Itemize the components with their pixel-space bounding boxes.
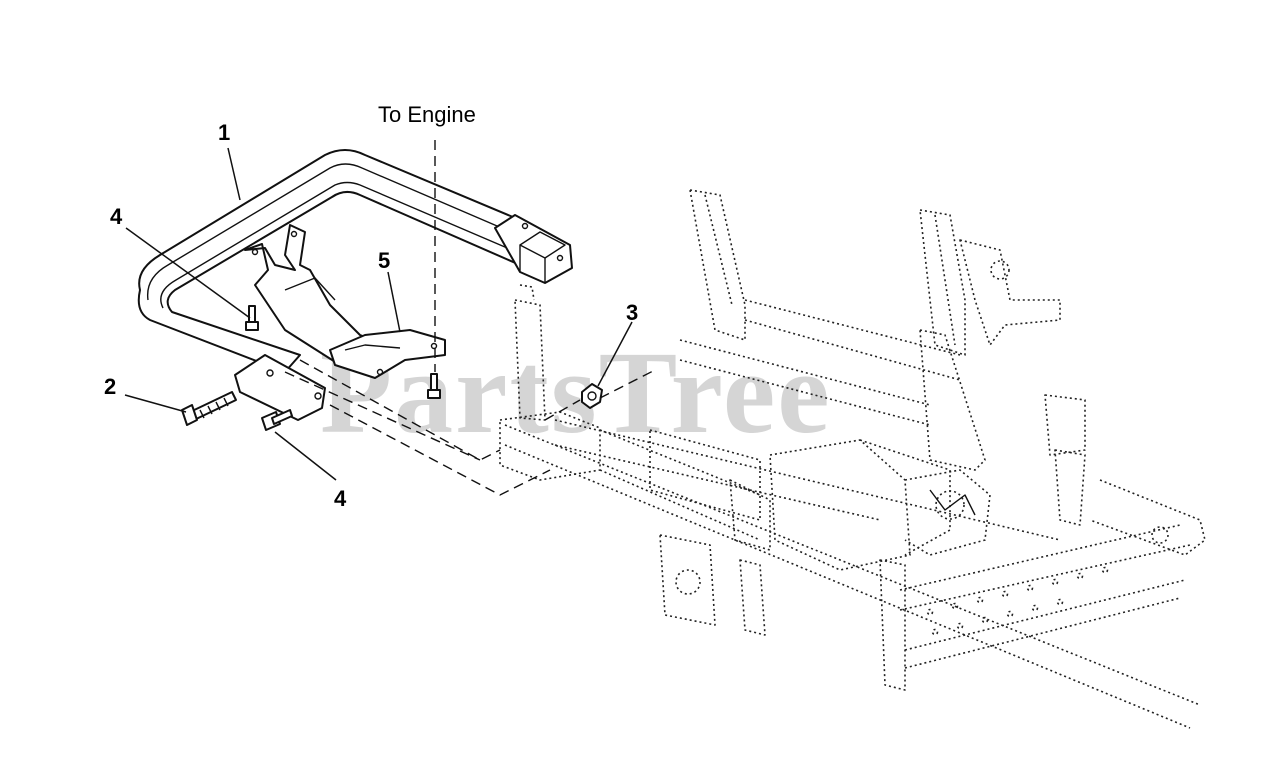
bolt-part-2: [181, 391, 237, 426]
nut-part-3: [581, 383, 603, 409]
bracket-part-5: [244, 224, 446, 379]
callout-part-5: 5: [378, 248, 390, 273]
bumper-part-1: [137, 149, 573, 421]
label-to-engine: To Engine: [378, 102, 476, 127]
callout-part-1: 1: [218, 120, 230, 145]
screw-to-engine: [427, 373, 441, 399]
leader-lines: [124, 147, 633, 481]
screw-part-4-upper: [245, 305, 259, 331]
tractor-frame: [499, 189, 1206, 729]
callout-part-4-lower: 4: [334, 486, 347, 511]
callout-part-4-upper: 4: [110, 204, 123, 229]
callout-part-3: 3: [626, 300, 638, 325]
assembly-lines: [284, 140, 656, 496]
screw-part-4-lower: [261, 409, 293, 431]
callout-part-2: 2: [104, 374, 116, 399]
